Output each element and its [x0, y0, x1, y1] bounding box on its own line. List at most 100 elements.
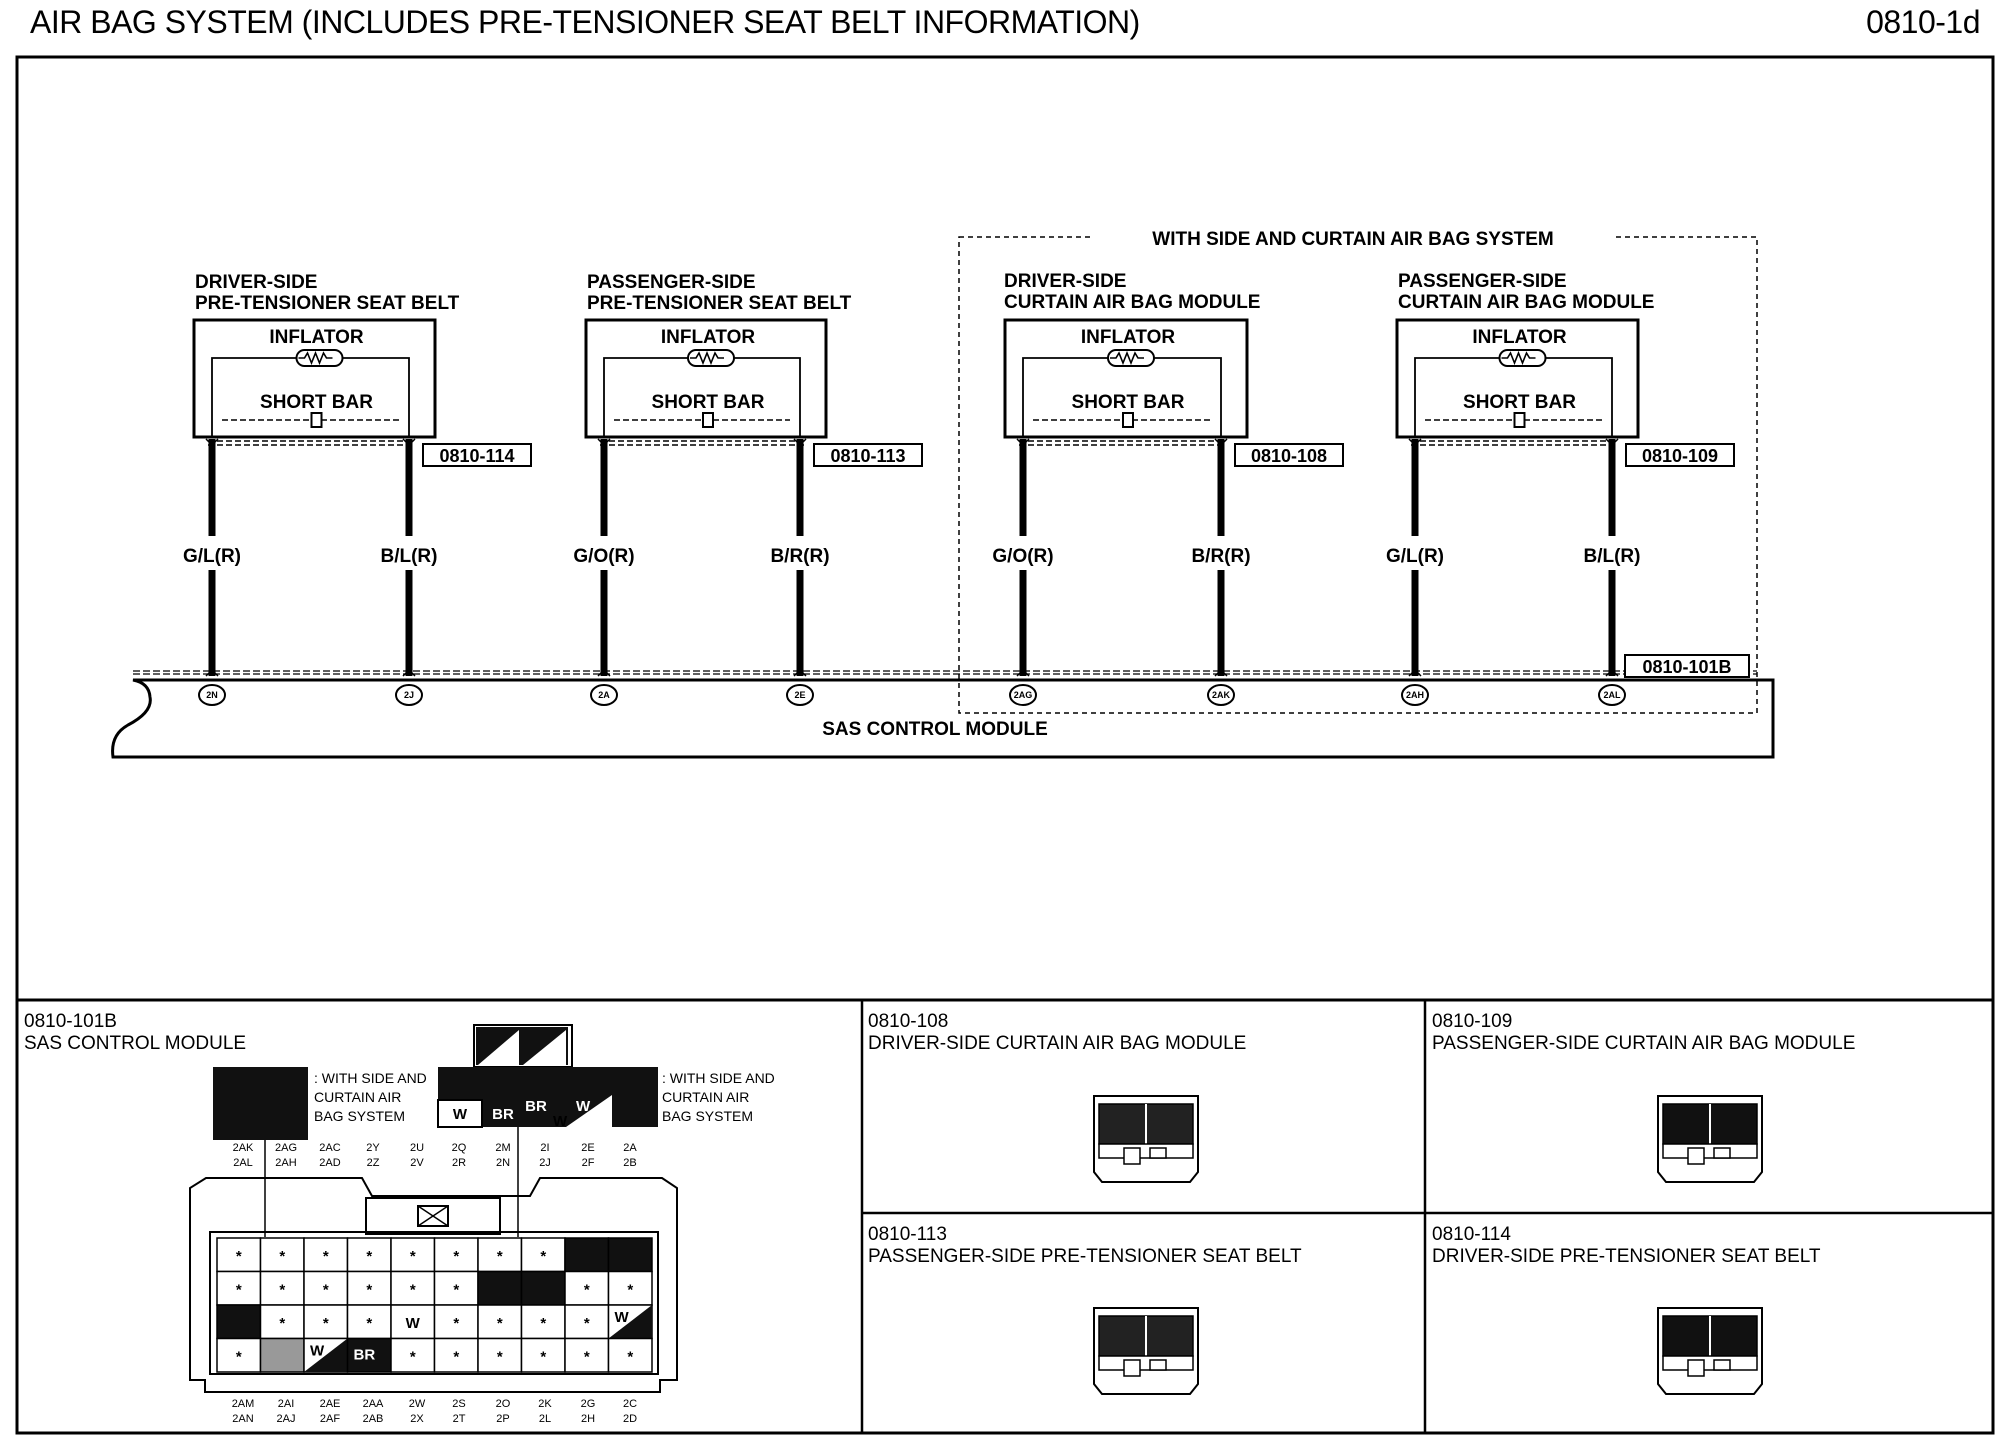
component-name-line1: PASSENGER-SIDE [587, 272, 756, 293]
pin-mark: * [497, 1248, 503, 1265]
pin-terminal-icon [590, 684, 618, 706]
pin-label: 2AH [1406, 690, 1424, 700]
component-ref-box [1625, 443, 1735, 467]
component-name-line1: DRIVER-SIDE [195, 272, 317, 293]
component-ref-box [1234, 443, 1344, 467]
pin-mark: * [279, 1315, 285, 1332]
pin-mark: * [410, 1248, 416, 1265]
inflator-label: INFLATOR [269, 327, 364, 348]
pin-mark: * [236, 1348, 242, 1365]
pin-label: 2C [623, 1398, 637, 1410]
inflator-label: INFLATOR [661, 327, 756, 348]
pin-mark: W [406, 1315, 421, 1332]
short-bar-icon [1513, 412, 1526, 428]
page-title: AIR BAG SYSTEM (INCLUDES PRE-TENSIONER S… [30, 4, 1140, 40]
pin-terminal-icon [1207, 684, 1235, 706]
pin-label: 2AK [1212, 690, 1231, 700]
sas-module-ref: 0810-101B [1642, 657, 1731, 677]
pin-mark: * [366, 1281, 372, 1298]
sas-top-pin-labels: 2AK2AL2AG2AH2AC2AD2Y2Z2U2V2Q2R2M2N2I2J2E… [233, 1142, 638, 1169]
pin-mark: * [410, 1348, 416, 1365]
component-name-line1: DRIVER-SIDE [1004, 271, 1126, 292]
pin-mark: * [584, 1348, 590, 1365]
pin-cell [259, 1337, 305, 1373]
sas-module-label: SAS CONTROL MODULE [822, 719, 1048, 740]
component-ref-box [813, 443, 923, 467]
pin-terminal-icon [1401, 684, 1429, 706]
pin-cell [564, 1304, 610, 1340]
pin-label: 2AG [275, 1142, 297, 1154]
component-box [1395, 318, 1640, 439]
pin-cell [520, 1270, 566, 1306]
connector-latch-icon [1687, 1359, 1705, 1377]
pin-cell [346, 1237, 392, 1273]
pin-mark: * [497, 1348, 503, 1365]
sas-inset-left [213, 1067, 308, 1140]
curtain-group-label: WITH SIDE AND CURTAIN AIR BAG SYSTEM [1152, 229, 1553, 250]
sas-module-ref-box [1624, 654, 1750, 678]
wire-color-label: B/R(R) [770, 546, 829, 567]
short-bar-label: SHORT BAR [260, 392, 373, 413]
pin-label: 2P [496, 1413, 509, 1425]
short-bar-label: SHORT BAR [1463, 392, 1576, 413]
pin-cell [564, 1237, 610, 1273]
pin-cell [564, 1337, 610, 1373]
pin-mark: * [323, 1248, 329, 1265]
pin-label: 2U [410, 1142, 424, 1154]
pin-label: 2F [582, 1157, 595, 1169]
component-ref: 0810-108 [1251, 446, 1327, 466]
pin-cell [259, 1270, 305, 1306]
pin-mark: * [323, 1315, 329, 1332]
pin-label: 2AA [363, 1398, 384, 1410]
pin-mark: * [453, 1315, 459, 1332]
pin-mark: * [627, 1281, 633, 1298]
pin-mark: * [366, 1315, 372, 1332]
pin-label: 2T [453, 1413, 466, 1425]
pin-label: 2A [623, 1142, 637, 1154]
component-box [584, 318, 828, 439]
connector-latch-icon [1123, 1147, 1141, 1165]
pin-label: 2AC [319, 1142, 340, 1154]
pin-terminal-icon [1598, 684, 1626, 706]
pin-label: 2V [410, 1157, 424, 1169]
connector-housing [1093, 1095, 1199, 1183]
pin-mark: * [584, 1281, 590, 1298]
pin-label: 2Q [452, 1142, 467, 1154]
pin-label: 2AE [320, 1398, 341, 1410]
pin-mark: * [236, 1248, 242, 1265]
pin-terminal-icon [198, 684, 226, 706]
svg-text:: WITH SIDE AND: : WITH SIDE AND [314, 1070, 427, 1086]
pin-cell [390, 1270, 436, 1306]
short-bar-label: SHORT BAR [652, 392, 765, 413]
pin-cell [607, 1237, 653, 1273]
pin-label: 2A [598, 690, 610, 700]
connector-housing [1657, 1307, 1763, 1395]
pin-cell [607, 1270, 653, 1306]
pin-label: 2AH [275, 1157, 296, 1169]
svg-text:BAG SYSTEM: BAG SYSTEM [662, 1108, 753, 1124]
component-ref: 0810-114 [439, 446, 514, 466]
pin-mark: W [310, 1343, 325, 1360]
pin-mark: * [236, 1281, 242, 1298]
pin-mark: * [627, 1348, 633, 1365]
pin-label: 2X [410, 1413, 424, 1425]
pin-mark: * [540, 1348, 546, 1365]
connector-title: PASSENGER-SIDE CURTAIN AIR BAG MODULE [1432, 1033, 1855, 1054]
wire-color-label: G/O(R) [573, 546, 634, 567]
pin-mark: BR [354, 1347, 376, 1364]
svg-text:BR: BR [525, 1098, 547, 1115]
pin-mark: * [584, 1315, 590, 1332]
component-name-line2: CURTAIN AIR BAG MODULE [1398, 292, 1654, 313]
component-ref: 0810-113 [830, 446, 905, 466]
short-bar-label: SHORT BAR [1072, 392, 1185, 413]
pin-label: 2M [495, 1142, 510, 1154]
component-name-line2: PRE-TENSIONER SEAT BELT [195, 293, 460, 314]
short-bar-icon [702, 412, 714, 428]
pin-cell [477, 1270, 523, 1306]
pin-label: 2AI [278, 1398, 295, 1410]
pin-mark: * [279, 1248, 285, 1265]
